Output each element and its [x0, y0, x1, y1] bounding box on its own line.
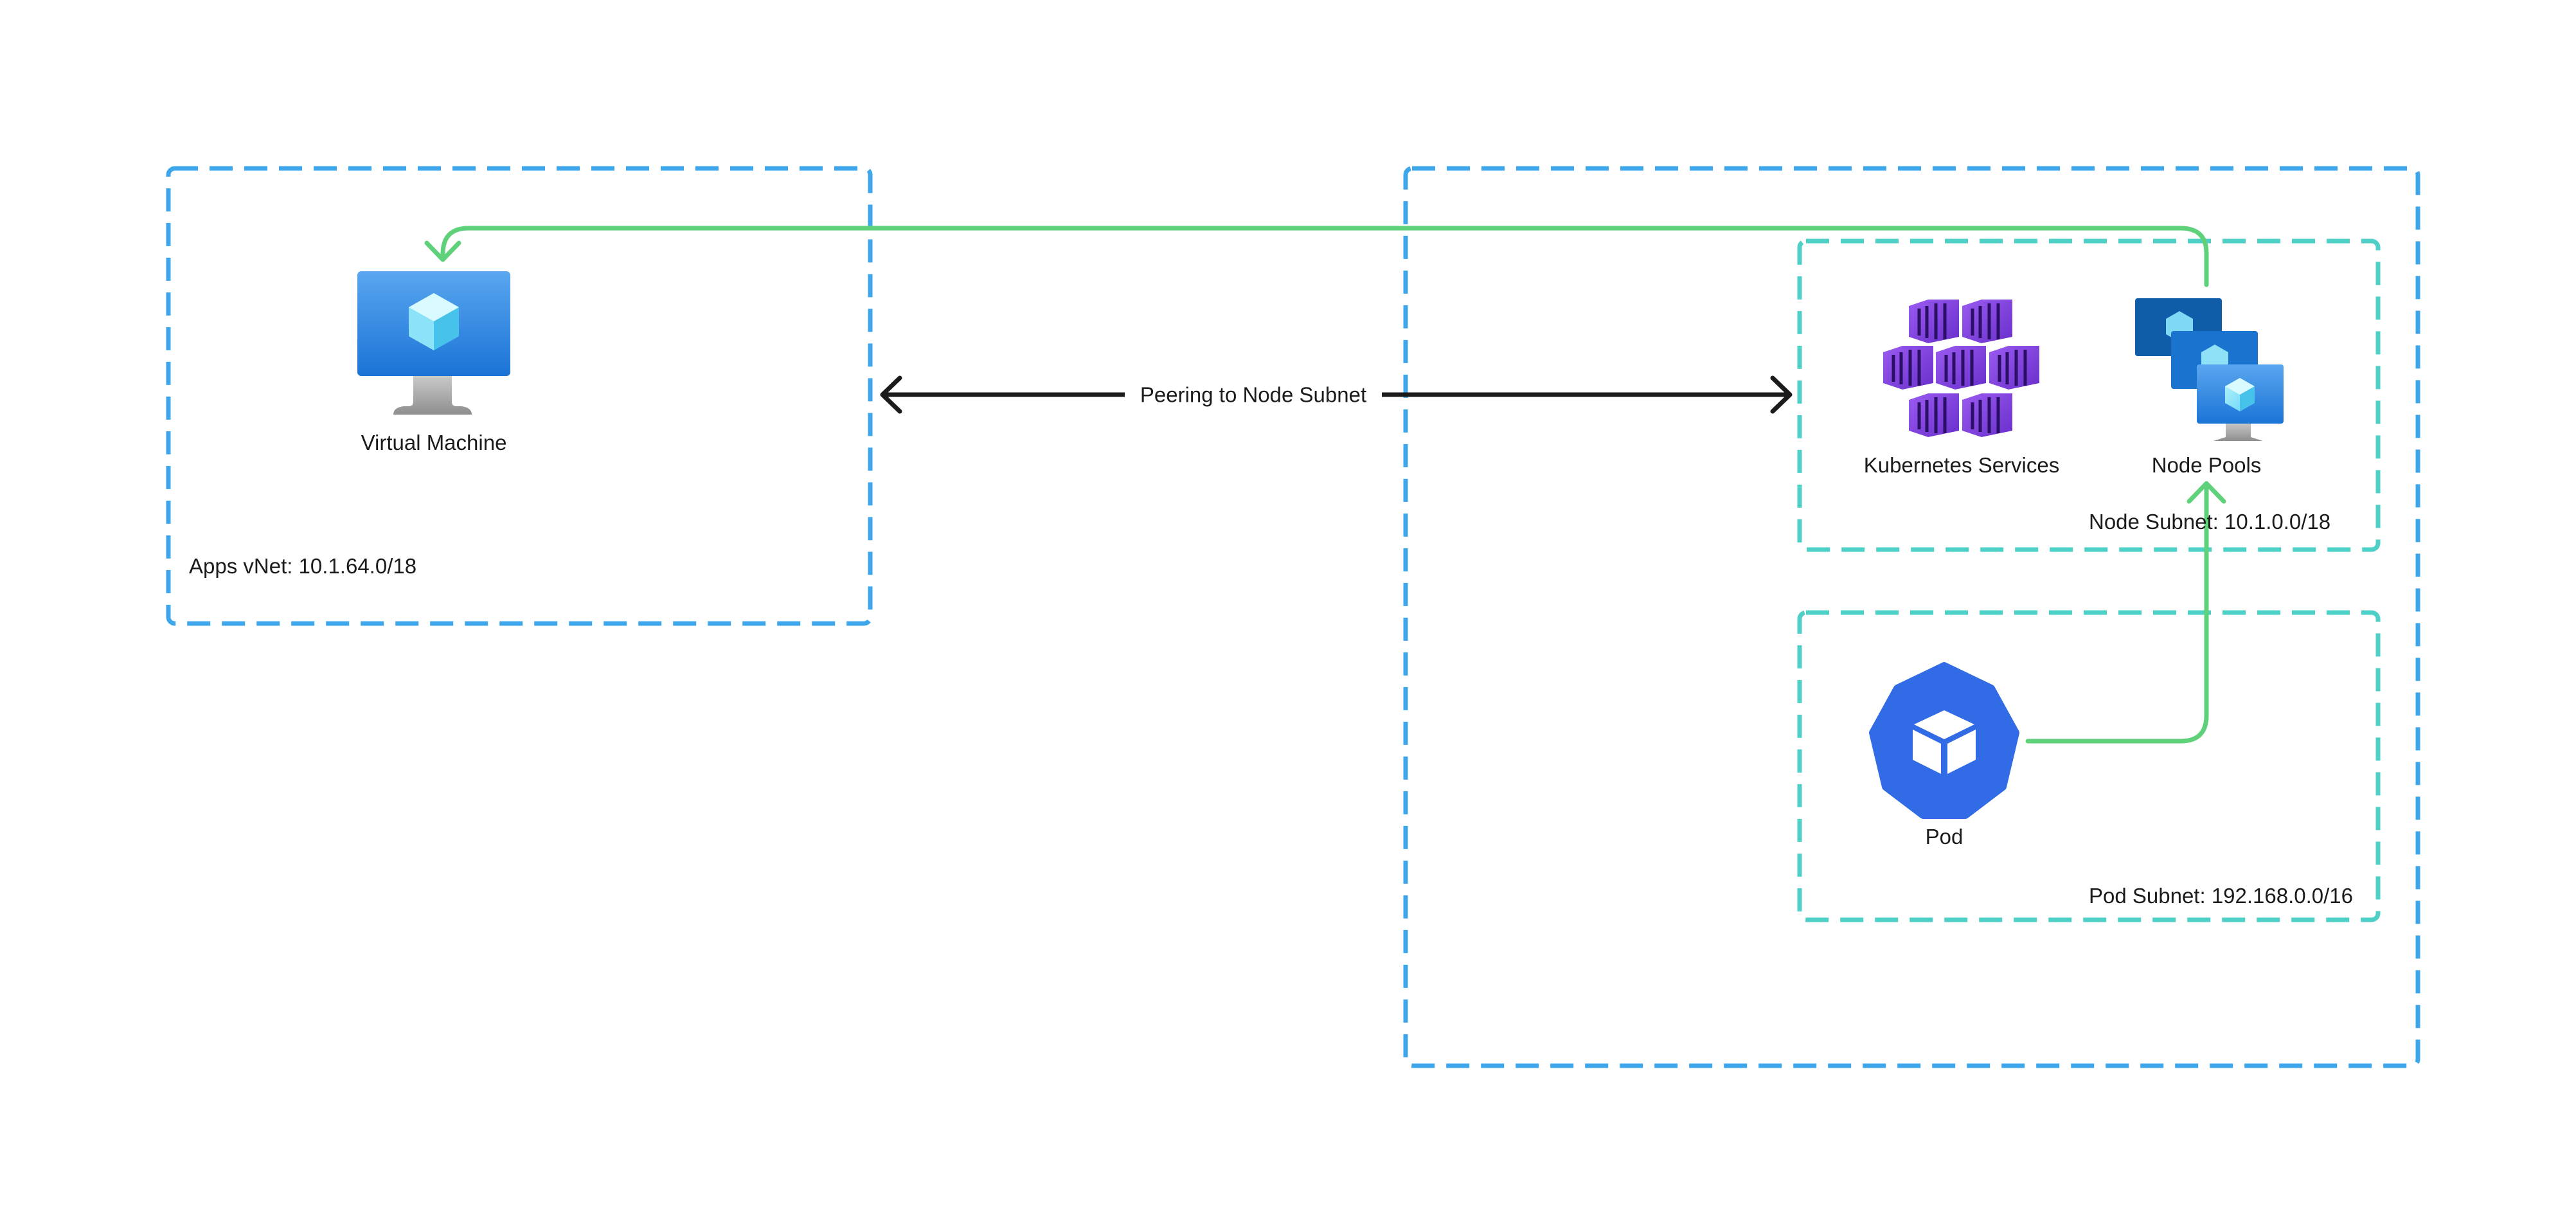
pod-subnet-label: Pod Subnet: 192.168.0.0/16 [2089, 884, 2354, 908]
node-subnet-boundary [1797, 238, 2381, 552]
pod-icon [1869, 662, 2019, 819]
apps-vnet-boundary [166, 166, 873, 626]
kubernetes-services-label: Kubernetes Services [1863, 453, 2060, 477]
virtual-machine-label: Virtual Machine [361, 431, 507, 454]
pod-to-node-pools-arrow [2025, 486, 2209, 744]
pod-subnet-boundary [1797, 610, 2381, 922]
virtual-machine-icon [357, 271, 510, 415]
node-pools-label: Node Pools [2151, 453, 2262, 477]
node-pools-icon [2135, 298, 2284, 441]
peering-label: Peering to Node Subnet [1131, 381, 1376, 408]
peering-arrowhead-left [880, 375, 902, 414]
pod-label: Pod [1925, 825, 1963, 848]
node-pools-to-vm-arrowhead [424, 240, 461, 262]
kubernetes-services-icon [1883, 300, 2039, 437]
node-pools-to-vm-arrow [440, 226, 2209, 287]
node-subnet-label: Node Subnet: 10.1.0.0/18 [2089, 510, 2331, 534]
aks-vnet-boundary [1403, 166, 2420, 1068]
peering-arrowhead-right [1770, 375, 1793, 414]
pod-to-node-pools-arrowhead [2187, 481, 2226, 504]
apps-vnet-label: Apps vNet: 10.1.64.0/18 [189, 554, 417, 578]
